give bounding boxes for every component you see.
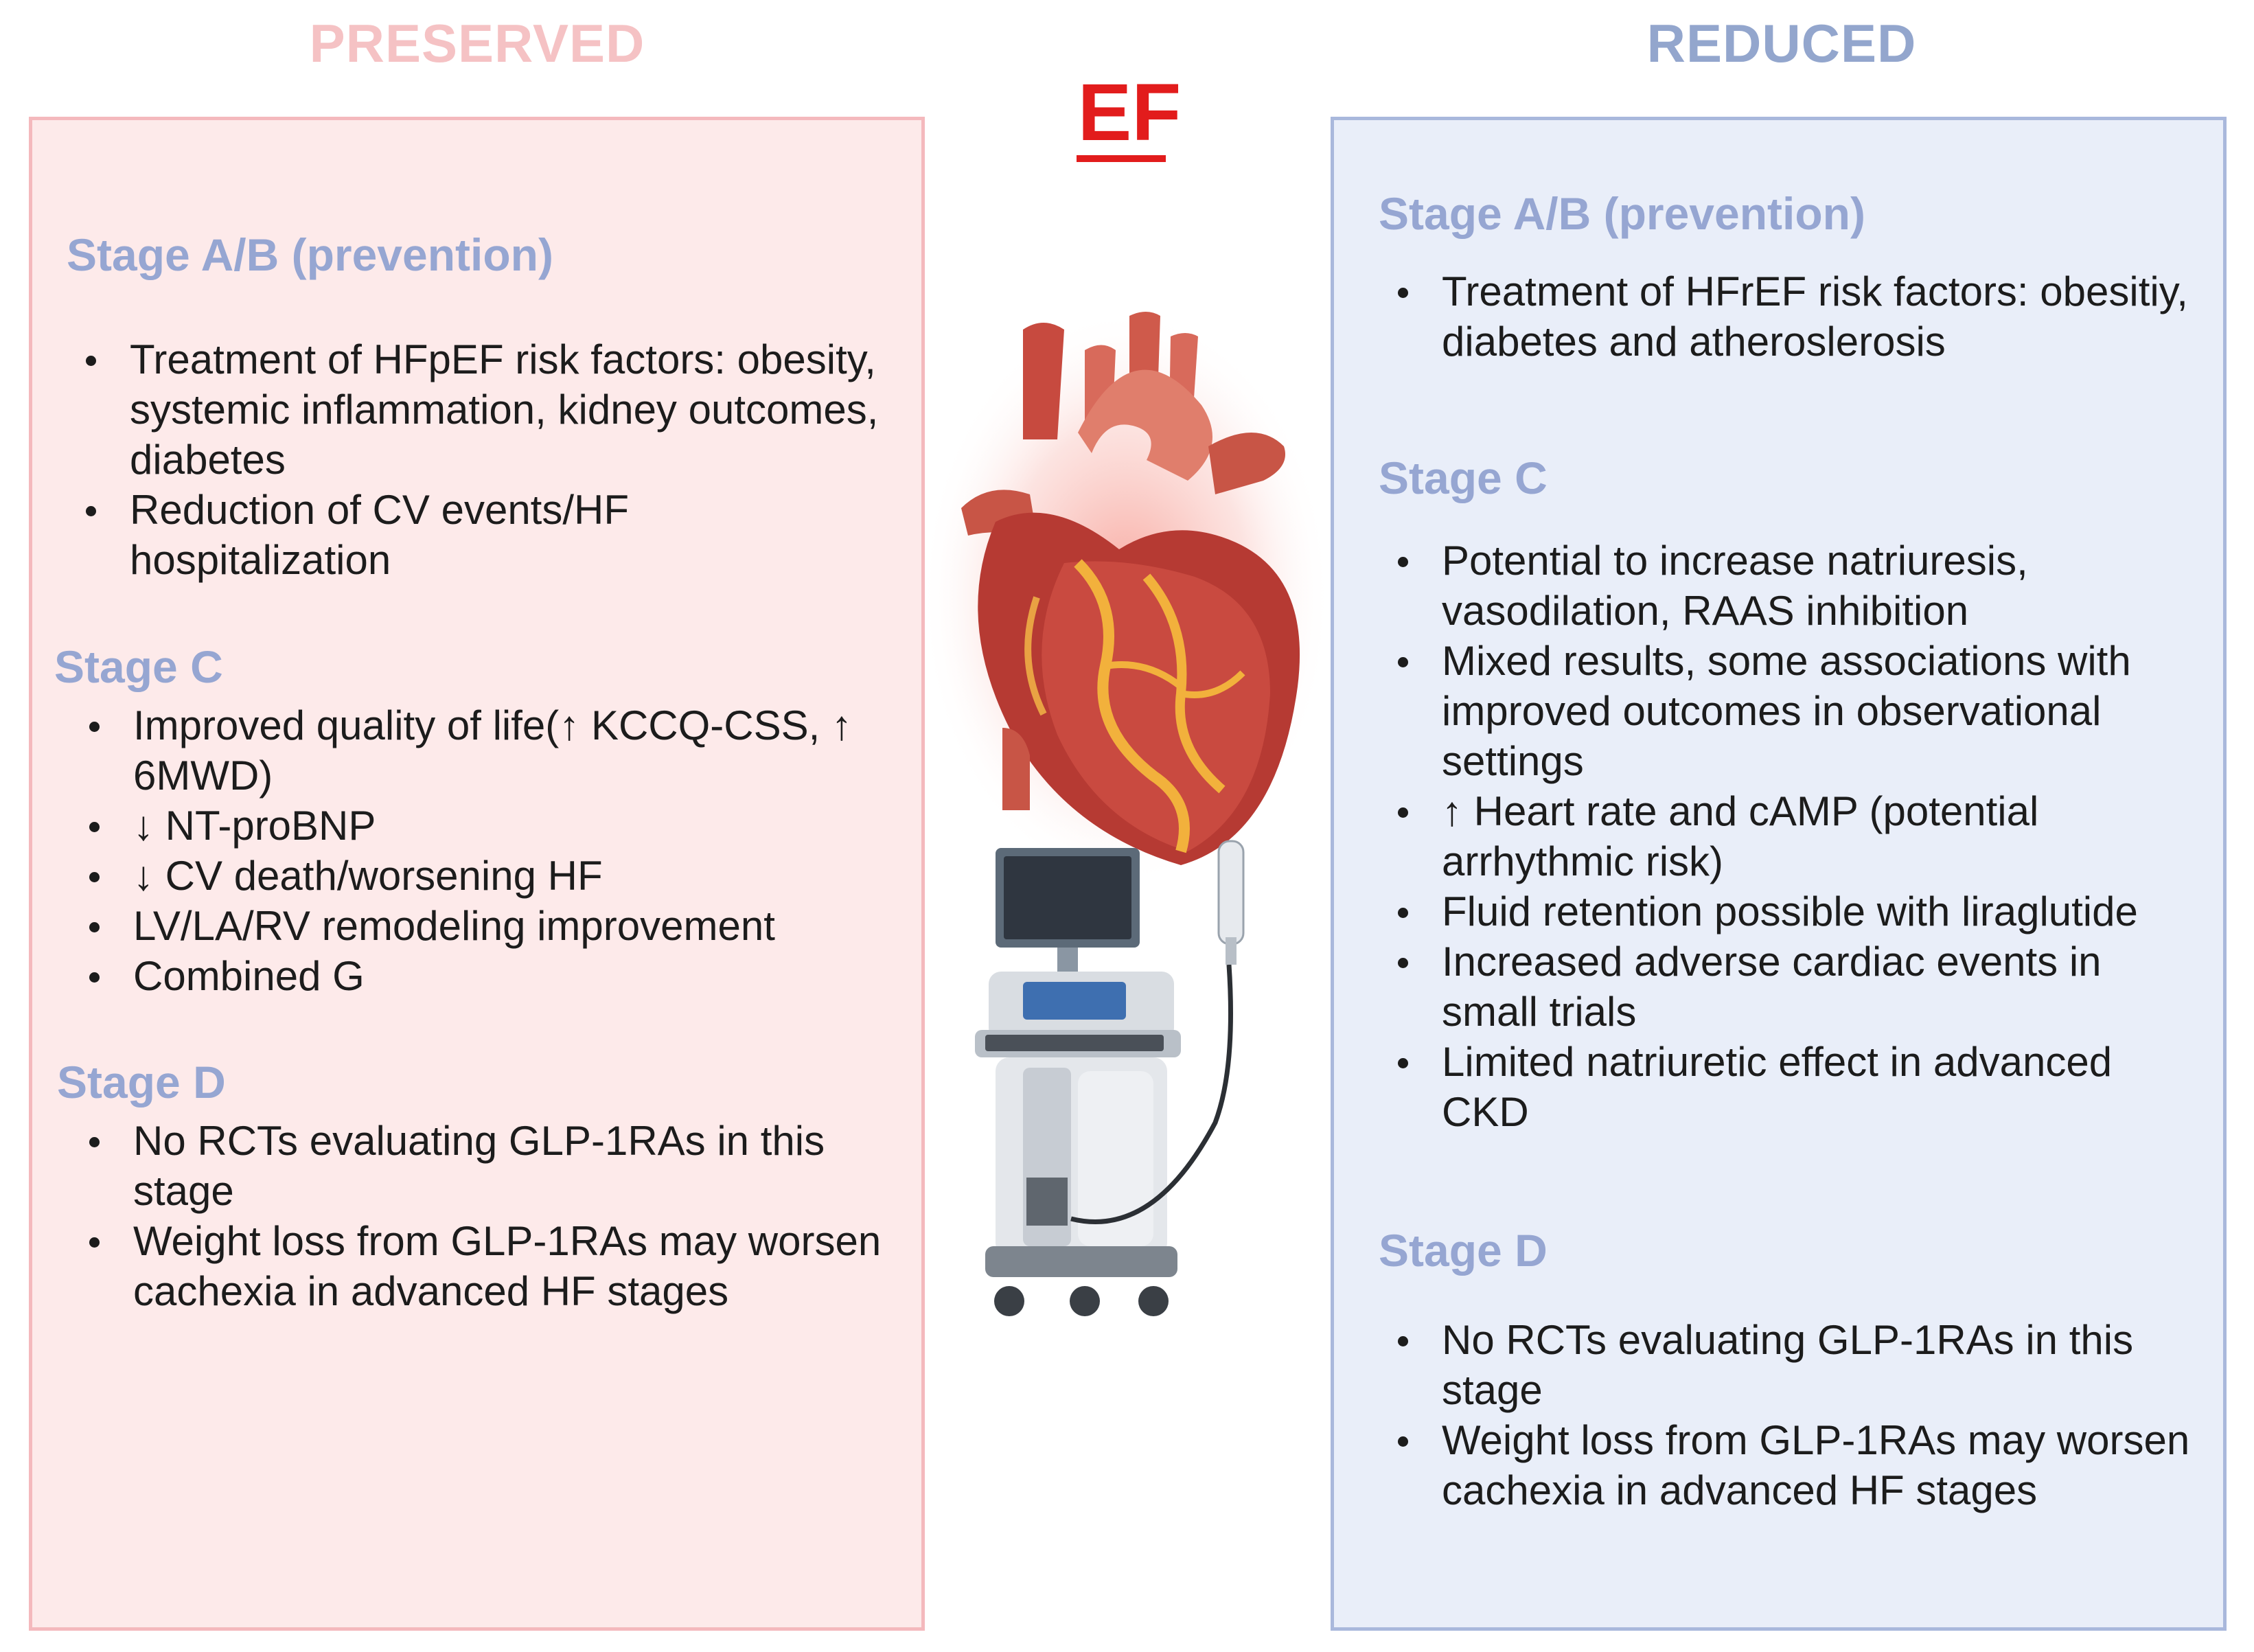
reduced-stage-d-list: No RCTs evaluating GLP-1RAs in this stag… [1392,1315,2203,1515]
list-item: Fluid retention possible with liraglutid… [1392,886,2203,937]
preserved-stage-d-list: No RCTs evaluating GLP-1RAs in this stag… [84,1116,894,1316]
preserved-column-title: PRESERVED [309,13,645,73]
list-item: Increased adverse cardiac events in smal… [1392,937,2203,1037]
list-item: Combined G [84,951,901,1001]
list-item: Weight loss from GLP-1RAs may worsen cac… [84,1216,894,1316]
list-item: No RCTs evaluating GLP-1RAs in this stag… [1392,1315,2203,1415]
reduced-stage-c-list: Potential to increase natriuresis, vasod… [1392,536,2203,1137]
list-item: Mixed results, some associations with im… [1392,636,2203,786]
list-item: ↓ CV death/worsening HF [84,851,901,901]
reduced-panel: Stage A/B (prevention) Treatment of HFrE… [1331,117,2227,1631]
list-item: LV/LA/RV remodeling improvement [84,901,901,951]
reduced-stage-ab-title: Stage A/B (prevention) [1379,188,1865,239]
list-item: Improved quality of life(↑ KCCQ-CSS, ↑ 6… [84,700,901,801]
list-item: Treatment of HFrEF risk factors: obesiti… [1392,266,2203,367]
preserved-stage-d-title: Stage D [57,1057,226,1108]
reduced-stage-ab-list: Treatment of HFrEF risk factors: obesiti… [1392,266,2203,367]
ef-underline [1077,155,1166,162]
list-item: Reduction of CV events/HF hospitalizatio… [80,485,890,585]
reduced-stage-d-title: Stage D [1379,1225,1548,1276]
ef-label: EF [1077,67,1182,158]
preserved-stage-c-list: Improved quality of life(↑ KCCQ-CSS, ↑ 6… [84,700,901,1001]
preserved-panel: Stage A/B (prevention) Treatment of HFpE… [29,117,925,1631]
heart-illustration-icon [920,275,1332,893]
list-item: No RCTs evaluating GLP-1RAs in this stag… [84,1116,894,1216]
list-item: Weight loss from GLP-1RAs may worsen cac… [1392,1415,2203,1515]
preserved-stage-c-title: Stage C [54,641,223,692]
preserved-stage-ab-list: Treatment of HFpEF risk factors: obesity… [80,334,890,585]
list-item: Potential to increase natriuresis, vasod… [1392,536,2203,636]
reduced-column-title: REDUCED [1646,13,1917,73]
reduced-stage-c-title: Stage C [1379,452,1548,503]
echocardiography-machine-icon [947,834,1304,1329]
preserved-stage-ab-title: Stage A/B (prevention) [67,229,553,280]
list-item: Treatment of HFpEF risk factors: obesity… [80,334,890,485]
list-item: ↑ Heart rate and cAMP (potential arrhyth… [1392,786,2203,886]
list-item: ↓ NT-proBNP [84,801,901,851]
list-item: Limited natriuretic effect in advanced C… [1392,1037,2203,1137]
